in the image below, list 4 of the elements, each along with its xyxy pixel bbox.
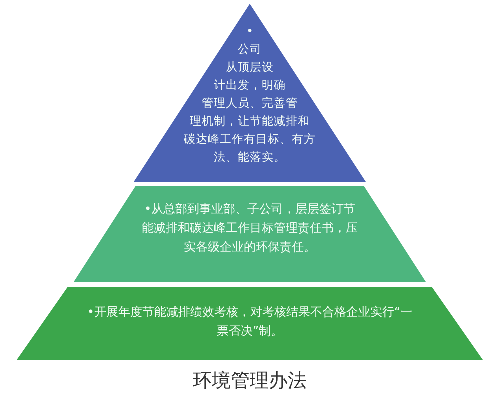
tier-text: •公司从顶层设计出发，明确管理人员、完善管理机制，让节能减排和碳达峰工作有目标、有方法、能落实。 [184, 24, 316, 164]
tier-text: •开展年度节能减排绩效考核，对考核结果不合格企业实行“一票否决”制。 [87, 305, 413, 338]
tier-text: •从总部到事业部、子公司，层层签订节能减排和碳达峰工作目标管理责任书，压实各级企业的环保责任。 [142, 202, 358, 254]
caption: 环境管理办法 [192, 369, 308, 394]
